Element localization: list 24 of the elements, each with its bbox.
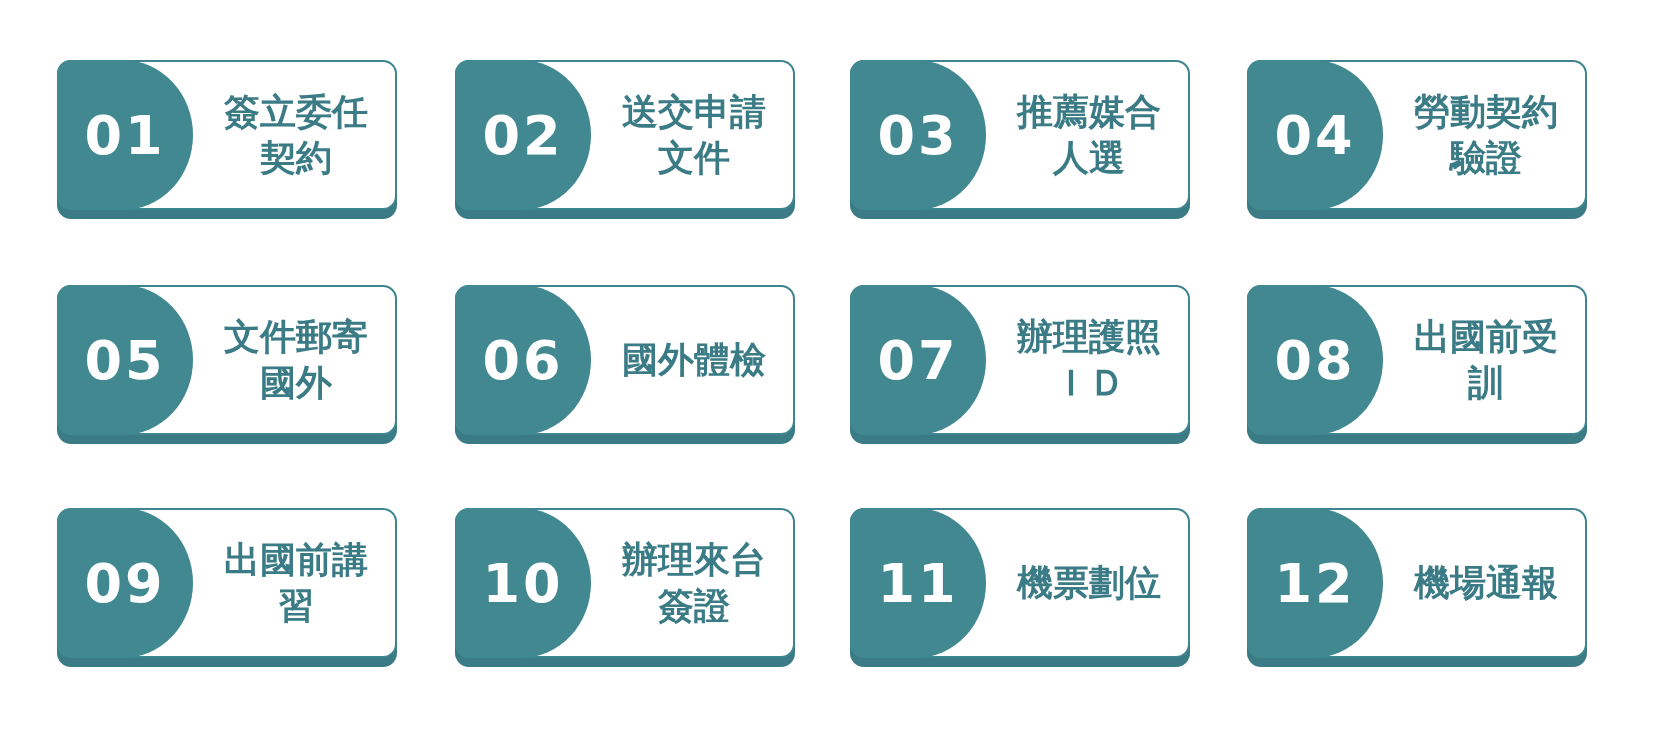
step-number: 12 (1247, 508, 1383, 658)
step-number: 10 (455, 508, 591, 658)
step-label: 出國前受訓 (1413, 315, 1559, 405)
step-label: 辦理來台簽證 (621, 538, 767, 628)
step-number: 04 (1247, 60, 1383, 210)
step-number: 09 (57, 508, 193, 658)
step-number: 07 (850, 285, 986, 435)
step-label: 簽立委任契約 (223, 90, 369, 180)
step-label: 出國前講習 (223, 538, 369, 628)
step-number: 11 (850, 508, 986, 658)
step-label: 國外體檢 (621, 338, 767, 382)
step-number: 06 (455, 285, 591, 435)
step-label: 辦理護照ＩＤ (1016, 315, 1162, 405)
step-number: 01 (57, 60, 193, 210)
step-label: 機票劃位 (1015, 561, 1162, 605)
step-label: 勞動契約驗證 (1413, 90, 1559, 180)
step-number: 03 (850, 60, 986, 210)
step-label: 機場通報 (1412, 561, 1559, 605)
step-label: 文件郵寄國外 (223, 315, 369, 405)
step-number: 08 (1247, 285, 1383, 435)
step-label: 送交申請文件 (621, 90, 767, 180)
step-number: 05 (57, 285, 193, 435)
step-label: 推薦媒合人選 (1015, 90, 1162, 180)
step-number: 02 (455, 60, 591, 210)
